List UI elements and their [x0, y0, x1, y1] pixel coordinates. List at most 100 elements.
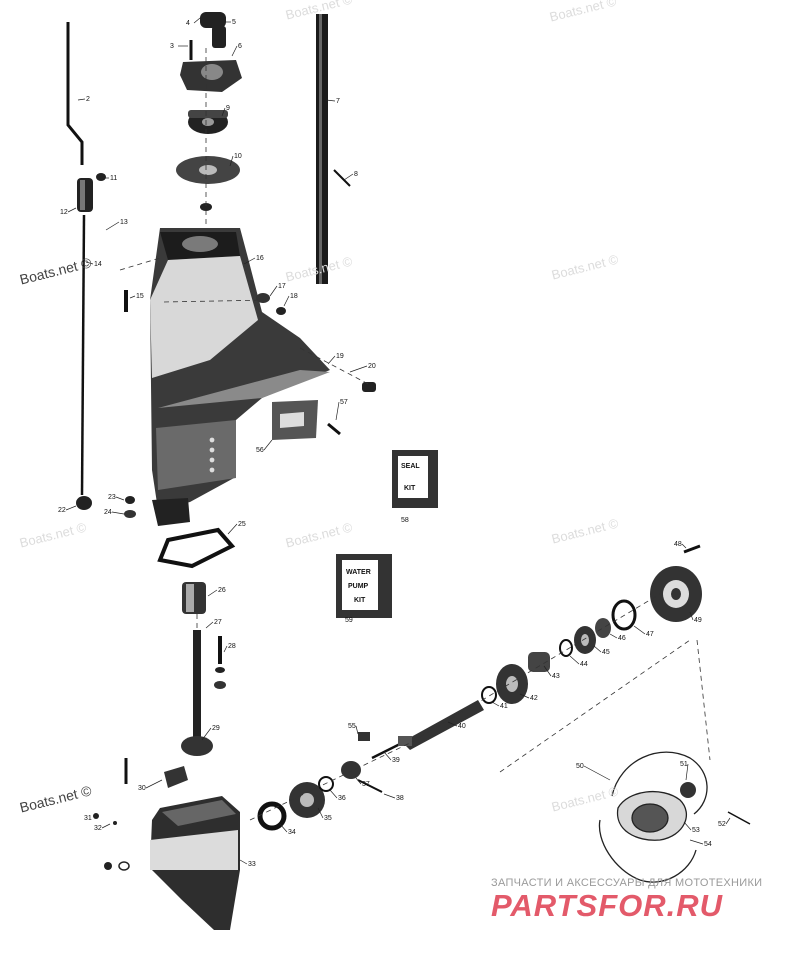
callout-32: 32	[94, 825, 102, 832]
leader-line-7	[325, 99, 336, 102]
callout-41: 41	[500, 703, 508, 710]
seal-kit-label-line-2: KIT	[404, 485, 416, 492]
leader-line-8	[343, 173, 354, 181]
callout-20: 20	[368, 363, 376, 370]
leader-line-25	[227, 523, 238, 535]
gasket-25	[157, 527, 236, 569]
screw-18-lower	[104, 862, 112, 870]
leader-line-33	[239, 859, 248, 865]
leader-line-12	[67, 207, 77, 213]
leader-line-56	[263, 439, 273, 451]
callout-44: 44	[580, 661, 588, 668]
gear-35	[289, 782, 325, 818]
leader-line-23	[115, 496, 125, 501]
callout-59: 59	[345, 617, 353, 624]
plate-10	[176, 156, 240, 184]
brand-logo[interactable]: PARTSFOR.RU	[491, 888, 724, 923]
leader-line-37	[355, 777, 362, 785]
callout-55: 55	[348, 723, 356, 730]
callout-37: 37	[362, 781, 370, 788]
leader-line-39	[383, 751, 392, 761]
callout-35: 35	[324, 815, 332, 822]
leader-line-34	[279, 823, 288, 833]
callout-52: 52	[718, 821, 726, 828]
callout-6: 6	[238, 43, 242, 50]
leader-line-26	[207, 589, 218, 597]
bushing-26	[182, 582, 206, 614]
pump-kit-label-line-1: WATER	[346, 569, 371, 576]
leader-line-52	[725, 817, 731, 825]
seal-kit-label-line-1: SEAL	[401, 463, 420, 470]
cotter-pin-52	[727, 811, 751, 825]
leader-line-18	[283, 295, 290, 307]
callout-38: 38	[396, 795, 404, 802]
callout-10: 10	[234, 153, 242, 160]
leader-line-2	[77, 98, 86, 101]
washer-17	[256, 293, 270, 303]
callout-11: 11	[110, 175, 117, 182]
pump-kit-label-line-2: PUMP	[348, 583, 369, 590]
callout-43: 43	[552, 673, 560, 680]
washer-24-lower	[215, 667, 225, 673]
callout-24: 24	[104, 509, 112, 516]
leader-line-47	[633, 625, 646, 635]
washer-23-upper	[125, 496, 135, 504]
washer-36	[318, 776, 334, 792]
nut-23-lower	[214, 681, 226, 689]
shift-rod-lower	[80, 214, 86, 496]
callout-42: 42	[530, 695, 538, 702]
callout-53: 53	[692, 827, 700, 834]
callout-54: 54	[704, 841, 712, 848]
screw-48	[683, 544, 701, 554]
gearcase-33	[150, 796, 240, 930]
leader-line-28	[223, 645, 228, 653]
callout-18: 18	[290, 293, 298, 300]
leader-line-20	[349, 365, 368, 373]
leader-line-38	[383, 793, 396, 799]
callout-48: 48	[674, 541, 682, 548]
gear-42	[496, 664, 528, 704]
key-55	[358, 732, 370, 741]
callout-49: 49	[694, 617, 702, 624]
leader-line-46	[609, 633, 618, 639]
washer-17-lower	[118, 861, 130, 871]
leader-line-42	[519, 693, 530, 699]
leader-line-24	[111, 511, 125, 515]
leader-line-36	[329, 789, 338, 799]
impeller-9	[188, 110, 228, 134]
screw-31	[93, 813, 99, 819]
callout-26: 26	[218, 587, 226, 594]
callout-7: 7	[336, 98, 340, 105]
driveshaft-housing-16	[150, 228, 330, 526]
callout-12: 12	[60, 209, 68, 216]
leader-line-13	[105, 221, 120, 231]
leader-line-57	[335, 401, 340, 421]
seal-34	[257, 801, 287, 831]
washer-44	[559, 639, 573, 657]
callout-19: 19	[336, 353, 344, 360]
leader-line-29	[201, 727, 212, 741]
callout-50: 50	[576, 763, 584, 770]
callout-2: 2	[86, 96, 90, 103]
leader-line-51	[685, 763, 689, 781]
water-tube-grommet-5	[200, 12, 226, 48]
callout-56: 56	[256, 447, 264, 454]
leader-line-43	[543, 665, 552, 677]
callout-8: 8	[354, 171, 358, 178]
washer-32	[113, 821, 117, 825]
spring-39	[371, 742, 401, 760]
callout-28: 28	[228, 643, 236, 650]
washer-41	[481, 686, 497, 704]
callout-30: 30	[138, 785, 146, 792]
brand-subtitle: ЗАПЧАСТИ И АКСЕССУАРЫ ДЛЯ МОТОТЕХНИКИ	[491, 877, 763, 889]
callout-5: 5	[232, 19, 236, 26]
pump-kit-label-line-3: KIT	[354, 597, 366, 604]
cam-30	[164, 766, 188, 788]
leader-line-45	[593, 645, 602, 653]
o-ring-47	[611, 599, 637, 631]
callout-3: 3	[170, 43, 174, 50]
prop-nut-51	[680, 782, 696, 798]
callout-34: 34	[288, 829, 296, 836]
callout-51: 51	[680, 761, 688, 768]
